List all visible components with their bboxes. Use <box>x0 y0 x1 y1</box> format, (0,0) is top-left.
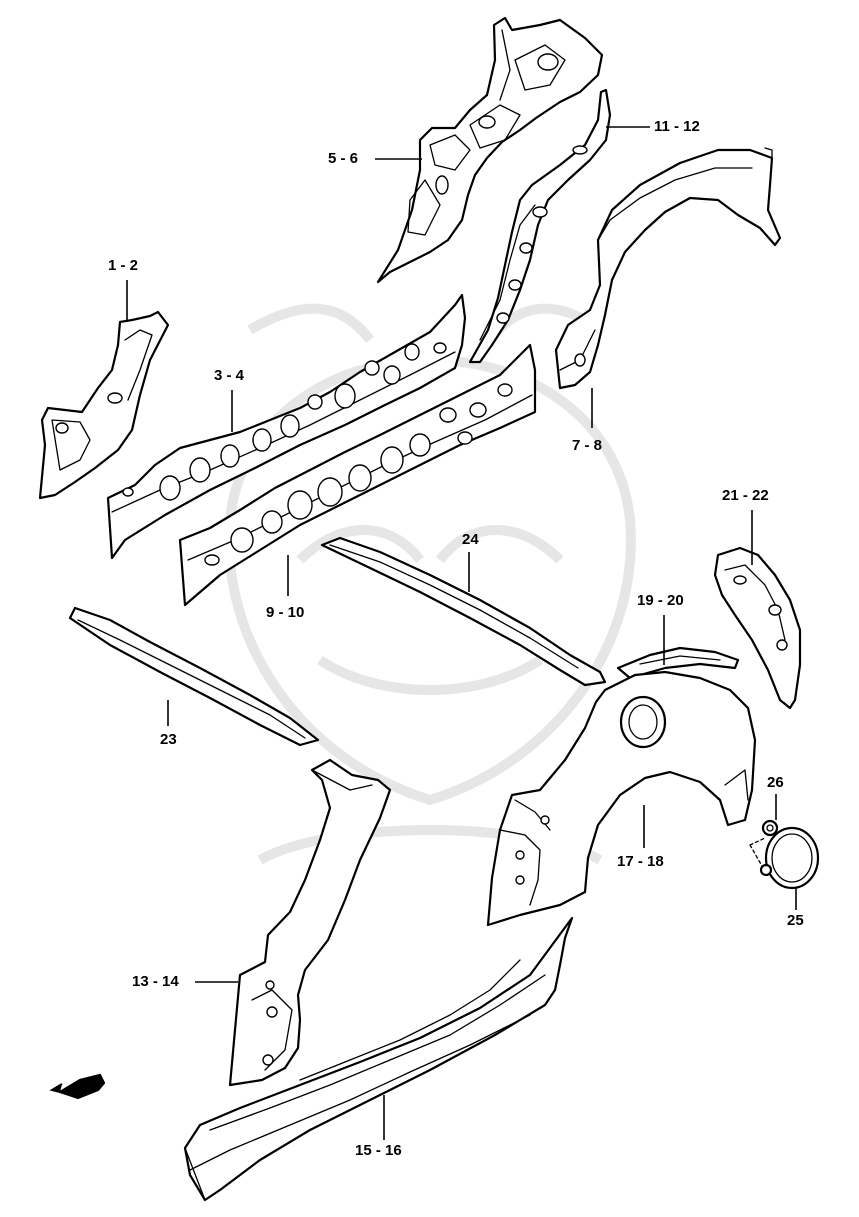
leader-lines <box>126 126 797 1140</box>
part-23-roof-rail <box>68 606 320 747</box>
callout-25: 25 <box>787 912 804 929</box>
callout-19-20: 19 - 20 <box>637 592 684 609</box>
callout-21-22: 21 - 22 <box>722 487 769 504</box>
callout-23: 23 <box>160 731 177 748</box>
part-1-2-bracket <box>38 310 170 500</box>
part-17-18-quarter-panel <box>486 670 757 927</box>
callout-17-18: 17 - 18 <box>617 853 664 870</box>
callout-15-16: 15 - 16 <box>355 1142 402 1159</box>
part-7-8-wheel-house <box>554 147 782 390</box>
part-5-6-inner-panel <box>376 16 604 284</box>
front-arrow-icon <box>49 1073 106 1100</box>
callout-24: 24 <box>462 531 479 548</box>
callout-9-10: 9 - 10 <box>266 604 305 621</box>
callout-1-2: 1 - 2 <box>108 257 139 274</box>
callout-11-12: 11 - 12 <box>654 118 700 135</box>
part-3-4-sill-inner <box>106 293 467 560</box>
callout-5-6: 5 - 6 <box>328 150 359 167</box>
part-25-filler-lid <box>749 826 820 890</box>
part-21-22-rear-panel <box>713 546 802 710</box>
part-26-clip <box>761 819 779 837</box>
callout-7-8: 7 - 8 <box>572 437 603 454</box>
part-11-12-pillar-inner <box>468 88 612 364</box>
part-24-roof-rail <box>320 536 607 687</box>
part-13-14-center-pillar <box>228 758 392 1087</box>
callout-3-4: 3 - 4 <box>214 367 245 384</box>
part-15-16-sill-outer <box>183 916 574 1202</box>
callout-13-14: 13 - 14 <box>132 973 179 990</box>
part-9-10-sill-inner-lower <box>178 343 537 607</box>
callout-26: 26 <box>767 774 784 791</box>
